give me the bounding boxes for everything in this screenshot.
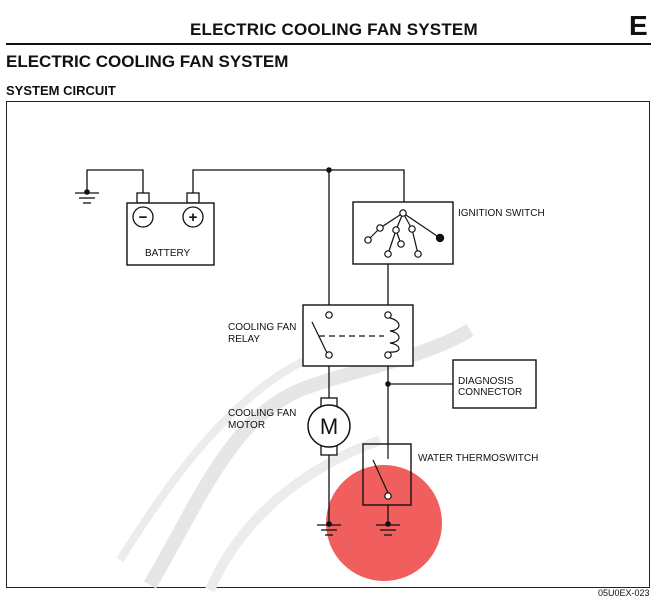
diagnosis-connector: DIAGNOSIS CONNECTOR	[452, 359, 537, 409]
battery-positive-symbol: +	[189, 209, 198, 226]
relay-label-line2: RELAY	[228, 334, 260, 345]
water-thermoswitch	[362, 443, 412, 506]
figure-code: 05U0EX-023	[598, 588, 650, 598]
cooling-fan-motor: M	[307, 397, 351, 456]
battery-negative-terminal	[132, 206, 154, 228]
diagnosis-label-line2: CONNECTOR	[458, 387, 522, 398]
diagram-frame	[6, 101, 650, 588]
section-letter: E	[629, 10, 648, 41]
motor-label-line1: COOLING FAN	[228, 408, 296, 419]
header-title: ELECTRIC COOLING FAN SYSTEM	[190, 20, 478, 39]
wire-ground-battery	[86, 169, 144, 193]
wire-battery-positive	[192, 169, 405, 202]
battery-label: BATTERY	[145, 248, 191, 259]
watermark-red-circle	[326, 465, 442, 581]
diagnosis-label-line1: DIAGNOSIS	[458, 376, 514, 387]
section-subtitle: SYSTEM CIRCUIT	[6, 83, 116, 98]
cooling-fan-relay	[302, 304, 414, 367]
ignition-switch	[352, 201, 454, 265]
motor-symbol: M	[320, 414, 338, 439]
watermark-logo	[116, 323, 474, 592]
wiring	[86, 169, 453, 524]
battery: − + BATTERY	[126, 192, 215, 266]
ignition-switch-label: IGNITION SWITCH	[458, 208, 545, 219]
header-rule	[6, 43, 651, 45]
battery-negative-symbol: −	[139, 209, 148, 226]
page-title: ELECTRIC COOLING FAN SYSTEM	[6, 52, 289, 71]
thermoswitch-label: WATER THERMOSWITCH	[418, 453, 538, 464]
battery-positive-terminal	[182, 206, 204, 228]
motor-label-line2: MOTOR	[228, 420, 265, 431]
relay-label-line1: COOLING FAN	[228, 322, 296, 333]
ground-symbols	[75, 192, 400, 536]
